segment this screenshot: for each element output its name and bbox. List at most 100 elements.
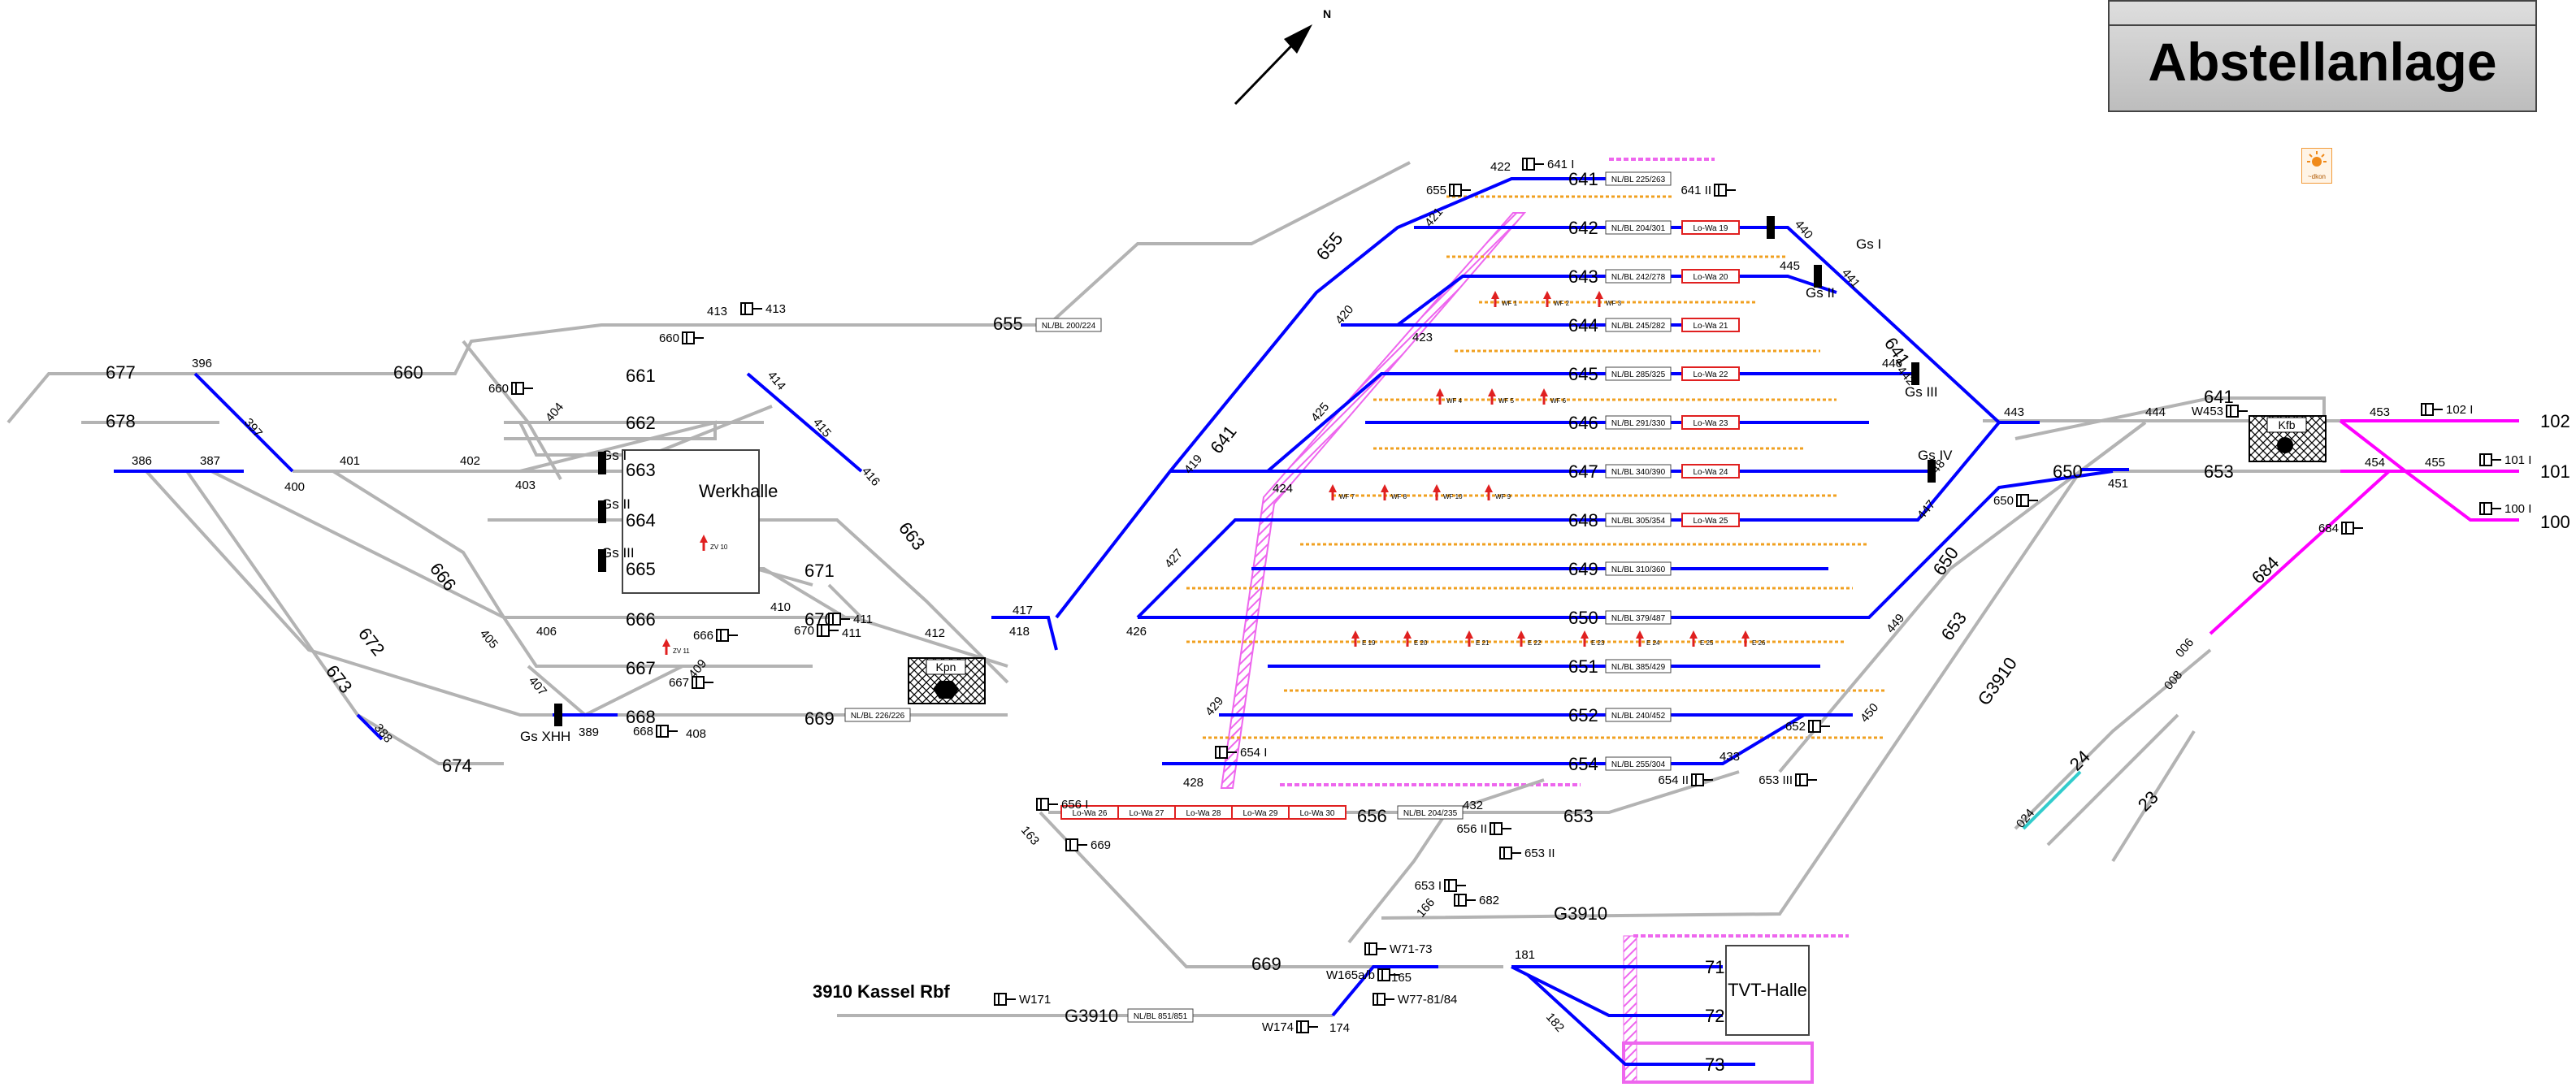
wf-label: E 22	[1528, 639, 1542, 647]
switch-label: 387	[200, 454, 220, 468]
signal-box[interactable]	[1373, 993, 1386, 1006]
switch-label: 411	[842, 626, 861, 640]
signal-box[interactable]	[656, 725, 669, 738]
track-label: 648	[1568, 510, 1598, 531]
kfb-label: Kfb	[2278, 418, 2295, 431]
gs-label: Gs III	[601, 545, 635, 561]
track-label: 666	[626, 609, 656, 630]
nlbl-box	[1605, 513, 1672, 527]
signal-label: W174	[1262, 1020, 1294, 1034]
nlbl-box	[844, 708, 911, 722]
signal-label: 641 II	[1680, 184, 1711, 197]
signal-box[interactable]	[2479, 502, 2492, 515]
track-label: 652	[1568, 705, 1598, 725]
track-label: 655	[1312, 228, 1347, 264]
switch-label: 407	[526, 674, 549, 699]
signal-box[interactable]	[1377, 968, 1390, 981]
wf-arrow	[1381, 484, 1389, 492]
signal-box[interactable]	[692, 676, 705, 689]
sun-icon[interactable]: ~dkon	[2301, 148, 2332, 184]
wf-arrow	[1433, 484, 1441, 492]
nlbl-box	[1397, 805, 1464, 820]
signal-box[interactable]	[1795, 773, 1808, 786]
wf-arrow	[1436, 388, 1444, 396]
wf-arrow	[1517, 630, 1525, 639]
wf-label: E 20	[1414, 639, 1428, 647]
switch-label: 163	[1018, 824, 1042, 848]
track-label: 668	[626, 707, 656, 727]
track-label: G3910	[1554, 903, 1607, 924]
wf-arrow	[1741, 630, 1750, 639]
signal-box[interactable]	[1444, 879, 1457, 892]
switch-label: 444	[2145, 405, 2166, 419]
switch-label: 416	[859, 465, 883, 489]
signal-box[interactable]	[716, 629, 729, 642]
wf-label: ZV 11	[673, 647, 690, 655]
track-label: 677	[106, 362, 136, 383]
signal-box[interactable]	[1296, 1020, 1309, 1033]
werkhalle-label: Werkhalle	[699, 481, 778, 501]
signal-box[interactable]	[1065, 838, 1078, 851]
lowa-box	[1681, 513, 1740, 527]
switch-label: 418	[1009, 625, 1030, 639]
nlbl-box	[1605, 464, 1672, 479]
signal-box[interactable]	[1691, 773, 1704, 786]
switch-label: 401	[340, 454, 360, 468]
nlbl-box	[1605, 220, 1672, 235]
signal-box[interactable]	[817, 624, 830, 637]
track-label: 665	[626, 559, 656, 579]
wf-label: WF 3	[1606, 300, 1622, 307]
switch-label: 417	[1013, 604, 1033, 617]
signal-label: 682	[1479, 894, 1499, 907]
signal-box[interactable]	[1215, 746, 1228, 759]
signal-box[interactable]	[2226, 405, 2239, 418]
signal-box[interactable]	[1454, 894, 1467, 907]
signal-box[interactable]	[2341, 522, 2354, 535]
signal-label: W165a/b	[1326, 968, 1375, 982]
signal-box[interactable]	[2479, 453, 2492, 466]
track-label: 673	[322, 661, 356, 697]
switch-label: 440	[1792, 218, 1815, 242]
signal-box[interactable]	[1449, 184, 1462, 197]
signal-box[interactable]	[1364, 942, 1377, 955]
signal-box[interactable]	[1808, 720, 1821, 733]
signal-box[interactable]	[1036, 798, 1049, 811]
switch-label: 165	[1391, 971, 1412, 985]
gs-label: Gs I	[1856, 236, 1881, 252]
signal-box[interactable]	[828, 613, 841, 626]
track-label: 664	[626, 510, 656, 531]
signal-label: 101 I	[2504, 453, 2531, 467]
wf-arrow	[1581, 630, 1589, 639]
signal-box[interactable]	[682, 331, 695, 344]
signal-box[interactable]	[511, 382, 524, 395]
lowa-box	[1681, 366, 1740, 381]
gs-label: Gs IV	[1918, 448, 1953, 463]
signal-box[interactable]	[740, 302, 753, 315]
signal-box[interactable]	[2421, 403, 2434, 416]
signal-label: 660	[488, 382, 509, 396]
switch-label: 402	[460, 454, 480, 468]
signal-label: 656 II	[1456, 822, 1487, 836]
signal-box[interactable]	[1714, 184, 1727, 197]
gs-label: Gs I	[601, 448, 627, 463]
track-label: 100	[2540, 512, 2570, 532]
signal-label: 654 II	[1658, 773, 1689, 787]
gs-block	[1767, 216, 1775, 239]
track-label: 72	[1705, 1006, 1724, 1026]
switch-label: 406	[536, 625, 557, 639]
switch-label: 424	[1273, 482, 1293, 496]
switch-label: 403	[515, 479, 536, 492]
gs-label: Gs II	[601, 496, 631, 512]
signal-box[interactable]	[2016, 494, 2029, 507]
signal-box[interactable]	[994, 993, 1007, 1006]
nlbl-label: NL/BL 379/487	[1611, 614, 1666, 623]
signal-box[interactable]	[1499, 847, 1512, 860]
lowa-label: Lo-Wa 22	[1693, 370, 1728, 379]
switch-label: 451	[2108, 477, 2128, 491]
switch-label: 453	[2370, 405, 2390, 419]
signal-box[interactable]	[1490, 822, 1503, 835]
title-panel: Abstellanlage	[2108, 0, 2537, 112]
signal-box[interactable]	[1522, 158, 1535, 171]
